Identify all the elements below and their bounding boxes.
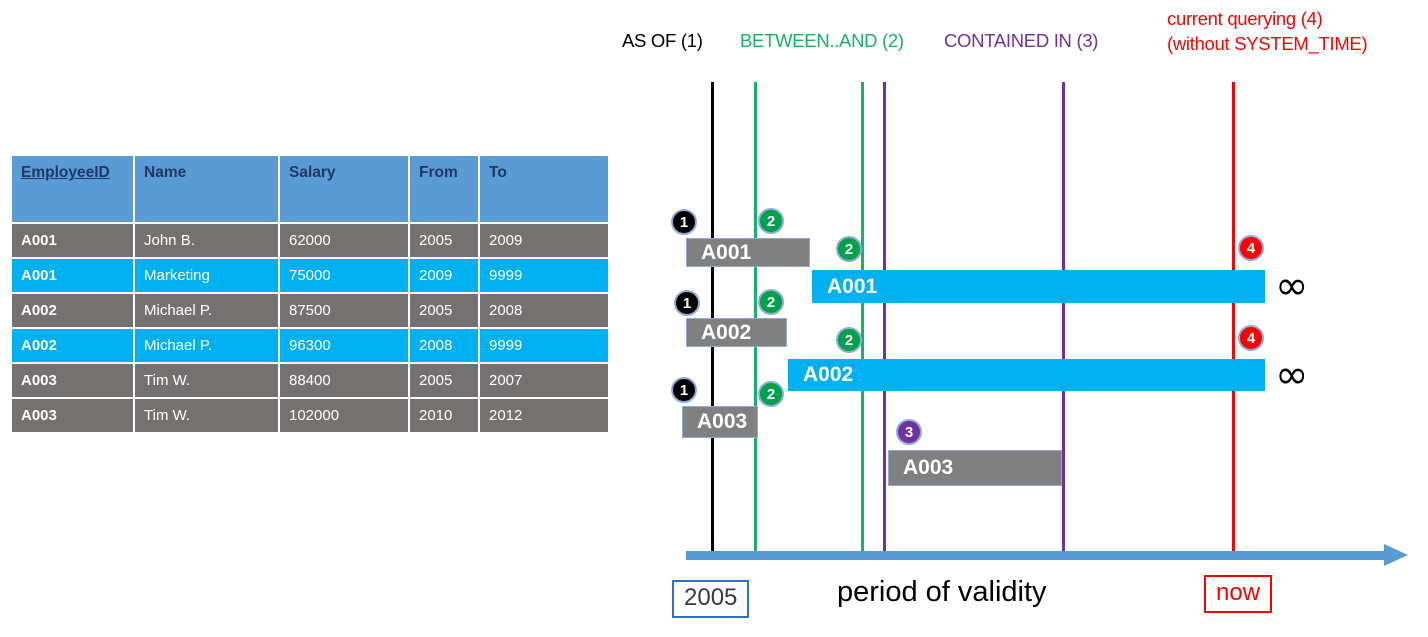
infinity-icon-a001: ∞ [1275, 263, 1309, 309]
marker-badge-2-row5: 2 [758, 381, 784, 407]
marker-badge-4-row2: 4 [1238, 235, 1264, 261]
legend-contained-in: CONTAINED IN (3) [944, 30, 1099, 51]
query-line-between-end [861, 82, 864, 556]
cell-to: 9999 [480, 329, 608, 362]
cell-employeeid: A003 [12, 364, 133, 397]
timeline-bar-label: A001 [827, 274, 878, 298]
cell-employeeid: A003 [12, 399, 133, 432]
query-line-contained-end [1062, 82, 1065, 556]
cell-salary: 62000 [280, 224, 408, 257]
legend-current-line2: (without SYSTEM_TIME) [1167, 33, 1368, 54]
table-row: A002 Michael P. 96300 2008 9999 [12, 329, 608, 362]
timeline-bar-label: A001 [701, 240, 752, 264]
marker-badge-2-row1: 2 [758, 208, 784, 234]
legend-current-line1: current querying (4) [1167, 8, 1323, 29]
timeline-bar-label: A002 [803, 363, 854, 386]
axis-end-label: now [1204, 575, 1273, 613]
timeline-bar-label: A003 [697, 410, 748, 433]
infinity-icon-a002: ∞ [1275, 352, 1309, 398]
marker-badge-2-row4: 2 [836, 327, 862, 353]
employee-history-table: EmployeeID Name Salary From To A001 John… [10, 154, 610, 434]
column-header-from-label: From [419, 164, 458, 181]
table-row: A001 John B. 62000 2005 2009 [12, 224, 608, 257]
cell-to: 2009 [480, 224, 608, 257]
cell-salary: 96300 [280, 329, 408, 362]
table-row: A003 Tim W. 88400 2005 2007 [12, 364, 608, 397]
cell-salary: 102000 [280, 399, 408, 432]
column-header-salary-label: Salary [289, 164, 336, 181]
cell-from: 2005 [410, 364, 478, 397]
timeline-bar-a002-historic: A002 [686, 318, 787, 347]
legend-as-of: AS OF (1) [622, 30, 703, 51]
cell-salary: 87500 [280, 294, 408, 327]
cell-employeeid: A001 [12, 259, 133, 292]
cell-salary: 75000 [280, 259, 408, 292]
cell-name: Michael P. [135, 329, 278, 362]
cell-to: 2008 [480, 294, 608, 327]
cell-to: 2012 [480, 399, 608, 432]
table-row: A002 Michael P. 87500 2005 2008 [12, 294, 608, 327]
axis-caption: period of validity [837, 576, 1047, 608]
timeline-bar-a003-historic-1: A003 [682, 406, 758, 438]
cell-from: 2010 [410, 399, 478, 432]
timeline-axis [686, 551, 1386, 560]
cell-name: Marketing [135, 259, 278, 292]
legend-current-querying: current querying (4) (without SYSTEM_TIM… [1167, 6, 1368, 56]
marker-badge-1-row1: 1 [671, 209, 697, 235]
column-header-to: To [480, 156, 608, 222]
cell-name: John B. [135, 224, 278, 257]
timeline-bar-a001-current: A001 [812, 270, 1265, 303]
column-header-name: Name [135, 156, 278, 222]
marker-badge-1-row5: 1 [671, 377, 697, 403]
marker-badge-1-row3: 1 [674, 290, 700, 316]
table-row: A003 Tim W. 102000 2010 2012 [12, 399, 608, 432]
timeline-bar-label: A003 [903, 456, 954, 479]
table-row: A001 Marketing 75000 2009 9999 [12, 259, 608, 292]
timeline-bar-a003-historic-2: A003 [888, 450, 1062, 486]
cell-name: Tim W. [135, 364, 278, 397]
cell-name: Michael P. [135, 294, 278, 327]
cell-name: Tim W. [135, 399, 278, 432]
cell-salary: 88400 [280, 364, 408, 397]
cell-employeeid: A002 [12, 294, 133, 327]
axis-start-label: 2005 [672, 580, 750, 618]
cell-from: 2009 [410, 259, 478, 292]
timeline-axis-arrow-icon [1384, 544, 1408, 566]
cell-to: 9999 [480, 259, 608, 292]
timeline-bar-a001-historic: A001 [686, 238, 810, 267]
query-line-contained-start [883, 82, 886, 556]
cell-from: 2008 [410, 329, 478, 362]
column-header-employeeid: EmployeeID [12, 156, 133, 222]
timeline-bar-label: A002 [701, 320, 752, 344]
query-line-now [1232, 82, 1235, 556]
cell-from: 2005 [410, 224, 478, 257]
column-header-from: From [410, 156, 478, 222]
marker-badge-3-row6: 3 [896, 419, 922, 445]
marker-badge-2-row3: 2 [758, 289, 784, 315]
cell-from: 2005 [410, 294, 478, 327]
cell-employeeid: A001 [12, 224, 133, 257]
marker-badge-2-row2: 2 [836, 236, 862, 262]
marker-badge-4-row4: 4 [1238, 325, 1264, 351]
column-header-employeeid-label: EmployeeID [21, 164, 110, 181]
timeline-bar-a002-current: A002 [788, 359, 1265, 391]
cell-employeeid: A002 [12, 329, 133, 362]
legend-between-and: BETWEEN..AND (2) [740, 30, 904, 51]
table-header-row: EmployeeID Name Salary From To [12, 156, 608, 222]
column-header-name-label: Name [144, 164, 187, 181]
column-header-to-label: To [489, 164, 507, 181]
cell-to: 2007 [480, 364, 608, 397]
column-header-salary: Salary [280, 156, 408, 222]
